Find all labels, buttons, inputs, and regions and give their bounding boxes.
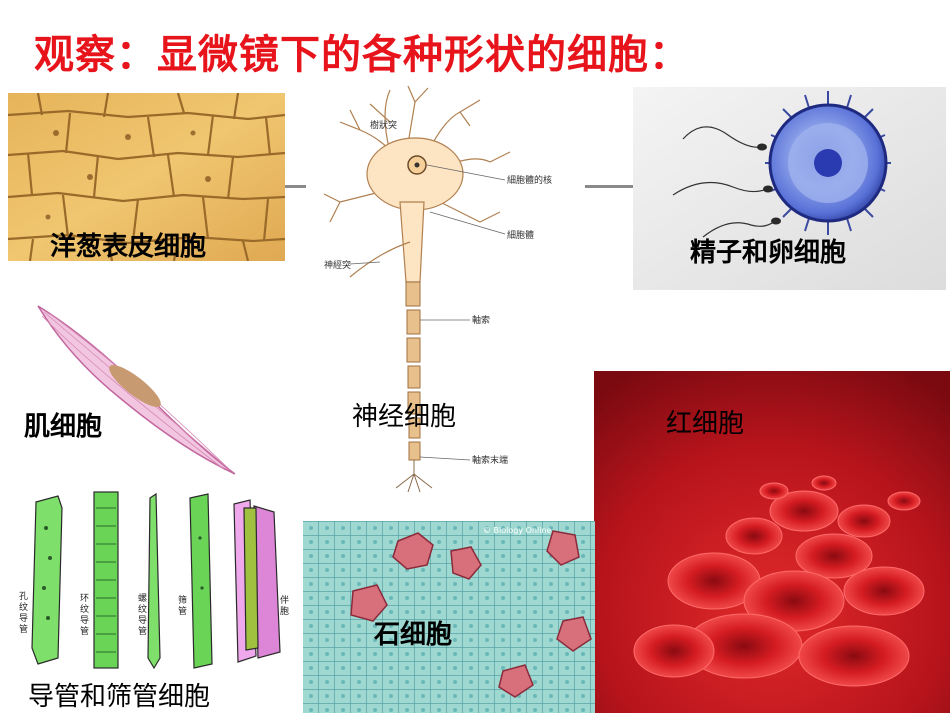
slide-title: 观察：显微镜下的各种形状的细胞： bbox=[34, 32, 690, 78]
neuron-diagram: 樹狀突 細胞體的核 細胞體 神經突 軸索 軸索末端 bbox=[320, 82, 560, 500]
neuron-axon-label: 軸索 bbox=[472, 314, 490, 326]
stone-watermark: © Biology Online bbox=[483, 526, 552, 535]
vessel-label-1: 孔纹导管 bbox=[19, 592, 29, 635]
neuron-cellbody-label: 細胞體 bbox=[507, 229, 534, 241]
rbc-image bbox=[594, 371, 950, 713]
vessel-label-5: 伴胞 bbox=[280, 596, 290, 617]
sperm-egg-label: 精子和卵细胞 bbox=[690, 238, 847, 268]
vessel-label-2: 环纹导管 bbox=[80, 594, 90, 637]
vessel-label-3: 螺纹导管 bbox=[138, 594, 148, 637]
neuron-terminal-label: 軸索末端 bbox=[472, 454, 508, 466]
muscle-cell-label: 肌细胞 bbox=[24, 412, 103, 442]
stone-cell-label: 石细胞 bbox=[374, 620, 453, 650]
muscle-cell-image bbox=[30, 298, 240, 478]
neuron-cell-label: 神经细胞 bbox=[352, 402, 457, 432]
connector-right bbox=[585, 185, 633, 188]
neuron-dendrite-label: 樹狀突 bbox=[370, 119, 397, 131]
sperm-egg-image bbox=[633, 87, 946, 290]
vessel-cell-label: 导管和筛管细胞 bbox=[28, 682, 211, 712]
neuron-nucleus-label: 細胞體的核 bbox=[507, 174, 552, 186]
onion-cell-label: 洋葱表皮细胞 bbox=[50, 232, 207, 262]
onion-cell-image bbox=[8, 93, 285, 261]
connector-left bbox=[284, 185, 306, 188]
rbc-label: 红细胞 bbox=[666, 409, 745, 439]
vessel-cell-image: 孔纹导管 环纹导管 螺纹导管 筛管 伴胞 bbox=[18, 488, 298, 678]
neuron-neurite-label: 神經突 bbox=[324, 259, 351, 271]
vessel-label-4: 筛管 bbox=[178, 596, 188, 617]
stone-cell-image: © Biology Online bbox=[303, 521, 595, 713]
